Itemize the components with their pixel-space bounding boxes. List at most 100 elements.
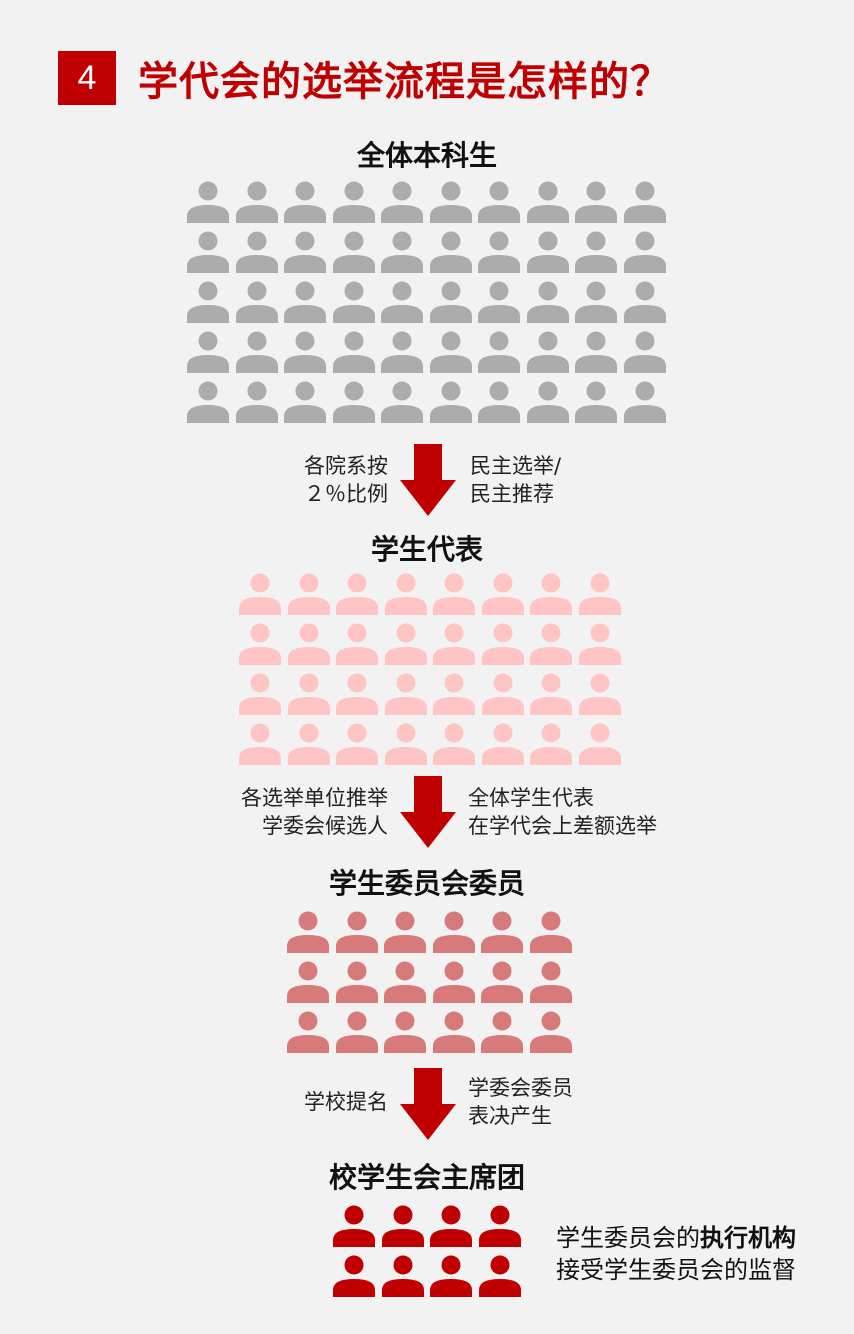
person-icon [381, 381, 423, 423]
person-icon [381, 181, 423, 223]
step-text-line: 各选举单位推举 [241, 786, 388, 810]
person-icon [336, 723, 378, 765]
person-icon [478, 331, 520, 373]
person-icon [239, 723, 281, 765]
person-icon [575, 381, 617, 423]
person-icon [432, 911, 475, 953]
person-icon [481, 911, 523, 953]
step2-left-text: 各选举单位推举 学委会候选人 [241, 784, 388, 840]
person-icon [530, 573, 572, 615]
step-text-line: 民主选举/ [470, 454, 562, 478]
person-icon [187, 281, 229, 323]
person-icon [529, 911, 572, 953]
person-icon [235, 281, 278, 323]
person-icon [433, 623, 475, 665]
person-icon [623, 331, 666, 373]
down-arrow-icon [400, 776, 456, 848]
person-icon [235, 381, 278, 423]
person-icon [578, 623, 621, 665]
person-icon [381, 281, 423, 323]
person-icon [384, 1011, 426, 1053]
person-icon [433, 673, 475, 715]
person-icon [526, 281, 569, 323]
person-icon [284, 181, 326, 223]
person-icon [235, 181, 278, 223]
step-text-line: 各院系按 [304, 454, 388, 478]
person-icon [429, 331, 472, 373]
step3-right-text: 学委会委员 表决产生 [468, 1074, 573, 1130]
person-icon [287, 911, 329, 953]
person-icon [332, 331, 375, 373]
person-icon [284, 281, 326, 323]
person-icon [578, 723, 621, 765]
person-icon [481, 673, 524, 715]
representatives-icon-grid [238, 572, 621, 765]
person-icon [478, 381, 520, 423]
person-icon [332, 231, 375, 273]
person-icon [526, 181, 569, 223]
person-icon [381, 231, 423, 273]
person-icon [384, 673, 427, 715]
person-icon [432, 1011, 475, 1053]
page-title: 学代会的选举流程是怎样的？ [138, 59, 671, 105]
person-icon [384, 623, 427, 665]
person-icon [433, 723, 475, 765]
level-title-committee-members: 学生委员会委员 [328, 867, 525, 900]
person-icon [239, 623, 281, 665]
committee-members-icon-grid [286, 910, 572, 1056]
down-arrow-icon [400, 444, 456, 516]
person-icon [384, 723, 427, 765]
step1-right-text: 民主选举/ 民主推荐 [470, 452, 561, 508]
person-icon [332, 381, 375, 423]
person-icon [433, 573, 475, 615]
person-icon [526, 231, 569, 273]
person-icon [623, 381, 666, 423]
step-text-line: 民主推荐 [470, 482, 554, 506]
person-icon [336, 673, 378, 715]
person-icon [332, 281, 375, 323]
person-icon [478, 281, 520, 323]
person-icon [287, 573, 330, 615]
person-icon [384, 911, 426, 953]
person-icon [526, 331, 569, 373]
step3-left-text: 学校提名 [304, 1088, 388, 1116]
person-icon [575, 331, 617, 373]
person-icon [481, 961, 523, 1003]
person-icon [287, 961, 329, 1003]
step1-left-text: 各院系按 ２％比例 [304, 452, 388, 508]
person-icon [239, 673, 281, 715]
note-line-1: 学生委员会的执行机构 [556, 1222, 796, 1254]
step-text-line: 全体学生代表 [468, 786, 594, 810]
header: 4 学代会的选举流程是怎样的？ [58, 50, 671, 106]
person-icon [336, 573, 378, 615]
person-icon [481, 723, 524, 765]
person-icon [578, 573, 621, 615]
presidium-note: 学生委员会的执行机构 接受学生委员会的监督 [556, 1222, 796, 1286]
person-icon [623, 281, 666, 323]
level-title-student-representatives: 学生代表 [370, 533, 483, 566]
person-icon [530, 623, 572, 665]
person-icon [381, 331, 423, 373]
note-line-1-prefix: 学生委员会的 [556, 1224, 700, 1252]
person-icon [187, 181, 229, 223]
person-icon [381, 1255, 424, 1297]
person-icon [481, 1011, 523, 1053]
person-icon [287, 1011, 329, 1053]
person-icon [623, 231, 666, 273]
note-line-2: 接受学生委员会的监督 [556, 1256, 796, 1284]
person-icon [529, 1011, 572, 1053]
section-number-badge: 4 [58, 51, 116, 105]
step-text-line: 在学代会上差额选举 [468, 814, 657, 838]
person-icon [335, 961, 378, 1003]
step-text-line: 学委会候选人 [262, 814, 388, 838]
person-icon [187, 331, 229, 373]
person-icon [478, 1255, 521, 1297]
person-icon [430, 1205, 472, 1247]
person-icon [530, 673, 572, 715]
person-icon [284, 381, 326, 423]
person-icon [284, 231, 326, 273]
person-icon [432, 961, 475, 1003]
step2-right-text: 全体学生代表 在学代会上差额选举 [468, 784, 657, 840]
step-text-line: 学校提名 [304, 1090, 388, 1114]
person-icon [575, 281, 617, 323]
